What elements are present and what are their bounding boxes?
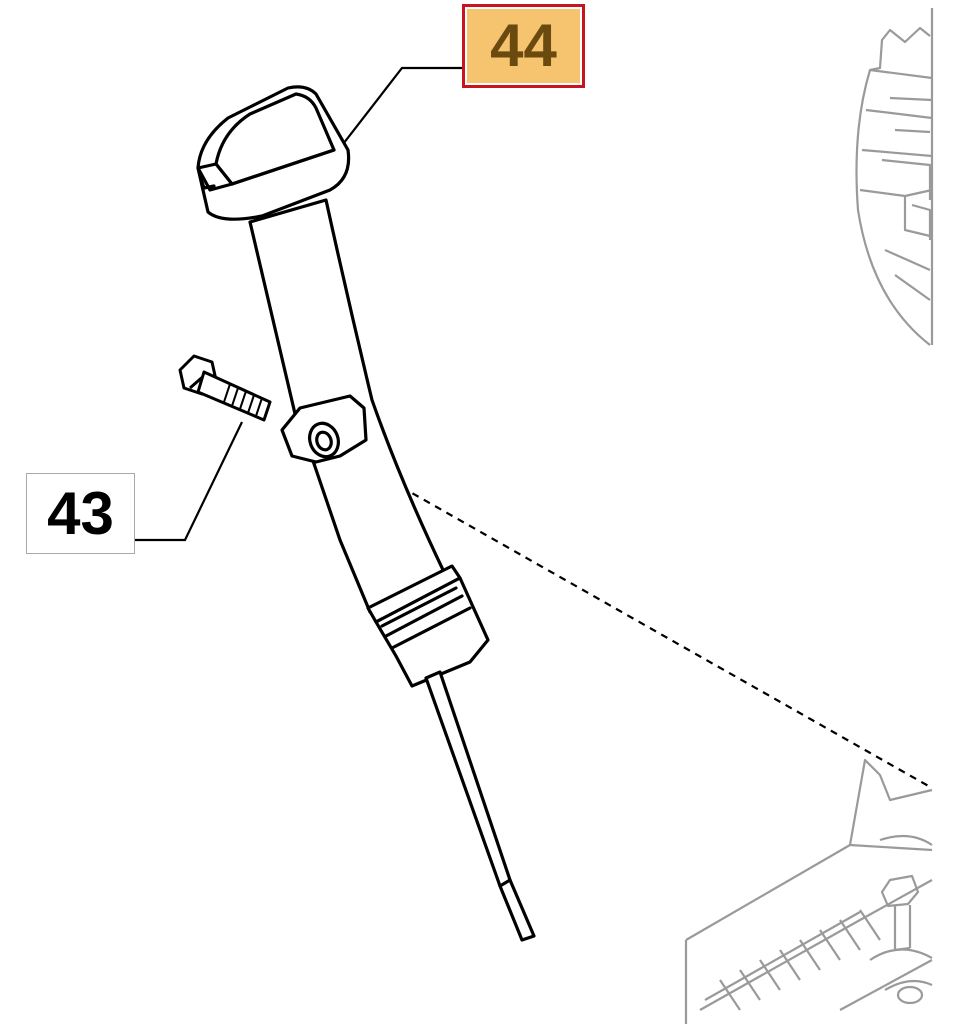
dipstick-part	[196, 85, 536, 942]
callout-44-label: 44	[490, 12, 557, 79]
leader-line-43	[135, 421, 243, 542]
callout-44[interactable]: 44	[462, 4, 585, 88]
callout-43[interactable]: 43	[26, 473, 135, 554]
engine-housing-top	[855, 8, 934, 346]
leader-line-44	[339, 66, 462, 149]
callout-44-background: 44	[467, 9, 580, 83]
engine-housing-bottom	[684, 758, 933, 1024]
bolt-part	[178, 354, 272, 422]
callout-43-label: 43	[47, 479, 114, 547]
